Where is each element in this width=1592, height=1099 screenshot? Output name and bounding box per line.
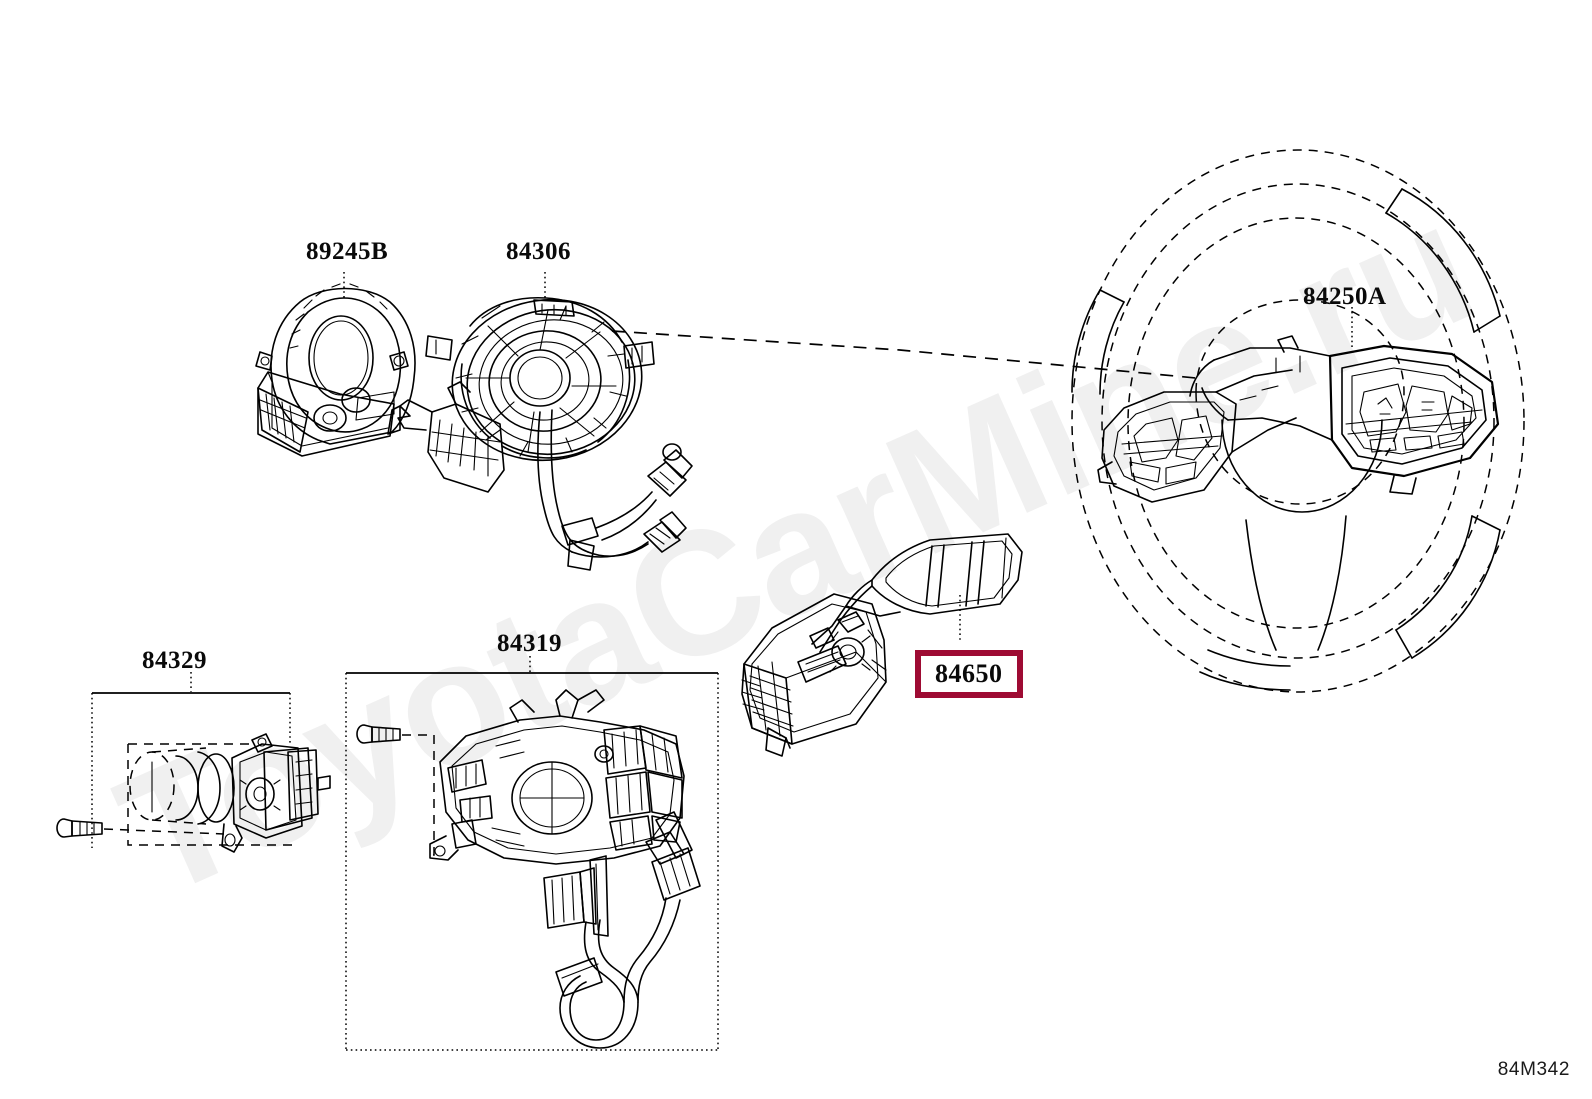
part-illustration-84329 (56, 672, 331, 853)
diagram-id-code: 84M342 (1497, 1059, 1570, 1080)
part-illustration-84650 (741, 533, 1023, 757)
part-label-84329[interactable]: 84329 (142, 647, 207, 674)
part-illustration-84250A (1071, 149, 1525, 693)
part-illustration-84306 (397, 272, 1197, 571)
part-label-84306[interactable]: 84306 (506, 238, 571, 265)
part-illustration-89245B (255, 272, 416, 457)
part-label-84650-highlighted[interactable]: 84650 (915, 650, 1023, 699)
part-label-89245B[interactable]: 89245B (306, 238, 389, 265)
part-illustration-84319 (345, 656, 719, 1051)
part-label-84319[interactable]: 84319 (497, 630, 562, 657)
part-label-84250A[interactable]: 84250A (1303, 283, 1387, 310)
